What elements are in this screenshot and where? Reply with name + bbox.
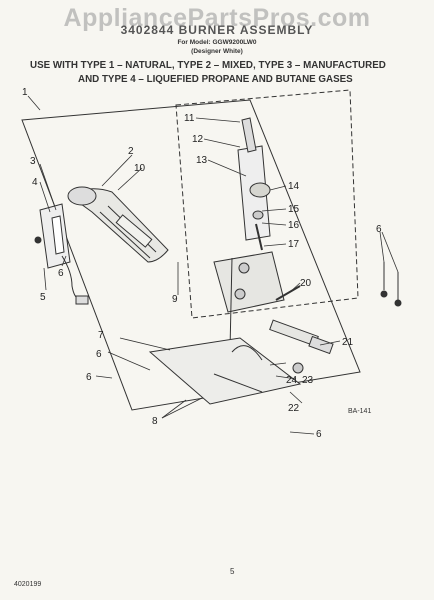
callout-6-bottom-right: 6 [316, 429, 322, 440]
callout-4: 4 [32, 177, 38, 188]
callout-16: 16 [288, 220, 300, 231]
base-bracket [148, 337, 304, 405]
callout-24: 24 [286, 375, 298, 386]
callout-8: 8 [152, 416, 158, 427]
gas-type-note-line-1: USE WITH TYPE 1 – NATURAL, TYPE 2 – MIXE… [30, 60, 386, 71]
callout-2: 2 [128, 146, 134, 157]
callout-22: 22 [288, 403, 300, 414]
callout-9: 9 [172, 294, 178, 305]
leader-lines [27, 95, 399, 435]
callout-10: 10 [134, 163, 146, 174]
callout-21: 21 [342, 337, 354, 348]
callout-14: 14 [288, 181, 300, 192]
gas-valve-stack [213, 117, 285, 351]
callout-13: 13 [196, 155, 208, 166]
right-screws [380, 262, 402, 307]
burner-tube [67, 186, 169, 263]
diagram-reference-code: BA-141 [348, 408, 372, 415]
callout-11: 11 [184, 113, 195, 124]
variant-line: (Designer White) [191, 48, 243, 55]
callout-12: 12 [192, 134, 204, 145]
callout-6-bottom-left: 6 [86, 372, 92, 383]
callout-6-right: 6 [376, 224, 382, 235]
valve-box-outline [175, 89, 359, 319]
model-line: For Model: GGW9200LW0 [177, 39, 257, 46]
callout-7: 7 [98, 330, 104, 341]
callout-1: 1 [22, 87, 28, 98]
callout-15: 15 [288, 204, 300, 215]
gas-type-note-line-2: AND TYPE 4 – LIQUEFIED PROPANE AND BUTAN… [78, 74, 353, 85]
callout-6-left: 6 [58, 268, 64, 279]
callout-23: 23 [302, 375, 314, 386]
assembly-outline [21, 99, 361, 411]
document-number: 4020199 [14, 581, 42, 588]
callout-20: 20 [300, 278, 312, 289]
callout-17: 17 [288, 239, 300, 250]
callout-6-lower: 6 [96, 349, 102, 360]
page-number: 5 [230, 567, 235, 576]
callout-3: 3 [30, 156, 36, 167]
watermark: AppliancePartsPros.com [63, 4, 371, 32]
mounting-bracket [34, 203, 89, 305]
callout-numbers: 1 2 3 4 5 6 6 7 6 8 9 10 11 12 13 14 15 … [22, 87, 382, 440]
assembly-title: 3402844 BURNER ASSEMBLY [120, 23, 314, 37]
callout-5: 5 [40, 292, 46, 303]
